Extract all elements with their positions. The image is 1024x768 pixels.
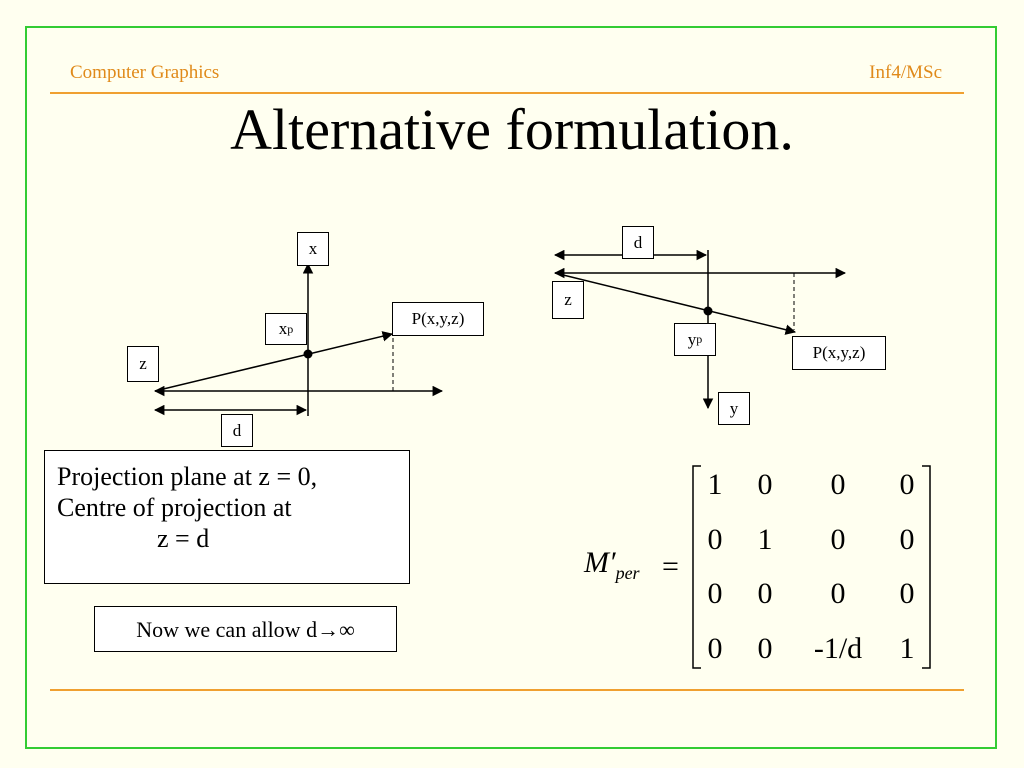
matrix-cell: 1 bbox=[899, 632, 915, 665]
header-rule bbox=[50, 92, 964, 94]
infinity-note: Now we can allow d→∞ bbox=[94, 606, 397, 652]
right-projected-point bbox=[703, 306, 713, 316]
right-projection-ray bbox=[554, 272, 797, 335]
slide-frame bbox=[25, 26, 997, 749]
matrix-right-bracket bbox=[922, 465, 931, 669]
left-x-label: x bbox=[297, 232, 329, 266]
matrix-cell: 0 bbox=[830, 577, 846, 610]
matrix-cell: 1 bbox=[707, 468, 723, 501]
matrix-equals: = bbox=[662, 550, 679, 583]
matrix-cell: 0 bbox=[757, 632, 773, 665]
left-projection-ray bbox=[154, 331, 394, 392]
projection-line-2: Centre of projection at bbox=[57, 493, 292, 522]
matrix-cell: 0 bbox=[757, 577, 773, 610]
left-point-label: P(x,y,z) bbox=[392, 302, 484, 336]
projection-matrix: 1 0 0 0 0 1 0 0 0 0 0 0 0 0 -1/d 1 bbox=[680, 462, 940, 672]
matrix-left-bracket bbox=[692, 465, 701, 669]
matrix-cell: 0 bbox=[899, 577, 915, 610]
footer-rule bbox=[50, 689, 964, 691]
matrix-cell: 0 bbox=[899, 523, 915, 556]
matrix-cell: 0 bbox=[707, 523, 723, 556]
matrix-cell: 0 bbox=[707, 632, 723, 665]
right-z-label: z bbox=[552, 281, 584, 319]
slide-title: Alternative formulation. bbox=[230, 97, 794, 162]
projection-line-1: Projection plane at z = 0, bbox=[57, 462, 318, 491]
header-course-title: Computer Graphics bbox=[70, 62, 220, 83]
left-d-label: d bbox=[221, 414, 253, 447]
right-y-label: y bbox=[718, 392, 750, 425]
left-diagram bbox=[153, 262, 444, 416]
projection-line-3: z = d bbox=[157, 524, 210, 553]
projection-description: Projection plane at z = 0, Centre of pro… bbox=[44, 450, 410, 584]
matrix-cell: 1 bbox=[757, 523, 773, 556]
matrix-brackets bbox=[692, 465, 931, 669]
header-course-code: Inf4/MSc bbox=[869, 62, 942, 83]
matrix-cell: 0 bbox=[899, 468, 915, 501]
matrix-cell: 0 bbox=[757, 468, 773, 501]
left-projected-point bbox=[303, 349, 313, 359]
matrix-cell: -1/d bbox=[813, 632, 863, 665]
left-z-label: z bbox=[127, 346, 159, 382]
matrix-cell: 0 bbox=[830, 523, 846, 556]
matrix-cell: 0 bbox=[707, 577, 723, 610]
matrix-name: M′per bbox=[584, 546, 640, 583]
right-point-label: P(x,y,z) bbox=[792, 336, 886, 370]
right-d-label: d bbox=[622, 226, 654, 259]
matrix-cell: 0 bbox=[830, 468, 846, 501]
